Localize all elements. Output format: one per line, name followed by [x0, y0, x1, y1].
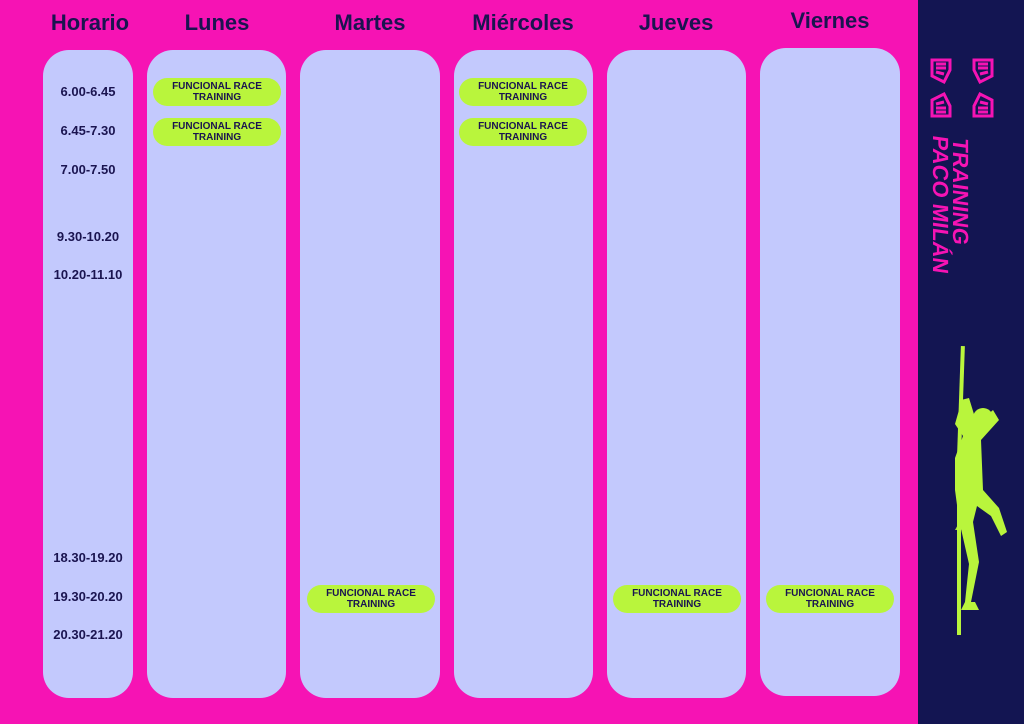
time-slot: 6.00-6.45 — [60, 84, 116, 99]
session-jueves-1[interactable]: FUNCIONAL RACE TRAINING — [613, 585, 741, 613]
header-lunes: Lunes — [184, 10, 250, 35]
brand-title: TRAINING PACO MILÁN — [928, 134, 973, 277]
session-miercoles-2[interactable]: FUNCIONAL RACE TRAINING — [459, 118, 587, 146]
climber-silhouette-icon — [955, 345, 1007, 635]
session-martes-1[interactable]: FUNCIONAL RACE TRAINING — [307, 585, 435, 613]
brand-line-1: TRAINING — [948, 136, 973, 247]
session-viernes-1[interactable]: FUNCIONAL RACE TRAINING — [766, 585, 894, 613]
time-slot: 19.30-20.20 — [53, 589, 123, 604]
flower-logo-icon — [930, 58, 994, 118]
brand-line-2: PACO MILÁN — [928, 134, 953, 276]
session-lunes-1[interactable]: FUNCIONAL RACE TRAINING — [153, 78, 281, 106]
time-slot: 7.00-7.50 — [60, 162, 116, 177]
time-slot: 10.20-11.10 — [53, 267, 123, 282]
time-slot: 6.45-7.30 — [60, 123, 116, 138]
time-slot: 20.30-21.20 — [53, 627, 123, 642]
session-miercoles-1[interactable]: FUNCIONAL RACE TRAINING — [459, 78, 587, 106]
column-lunes — [147, 50, 286, 698]
header-jueves: Jueves — [638, 10, 714, 35]
session-lunes-2[interactable]: FUNCIONAL RACE TRAINING — [153, 118, 281, 146]
time-slot: 9.30-10.20 — [56, 229, 120, 244]
header-horario: Horario — [50, 10, 130, 35]
header-miercoles: Miércoles — [472, 10, 574, 35]
header-martes: Martes — [334, 10, 406, 35]
time-slot: 18.30-19.20 — [53, 550, 123, 565]
column-horario — [43, 50, 133, 698]
column-miercoles — [454, 50, 593, 698]
header-viernes: Viernes — [790, 8, 870, 33]
